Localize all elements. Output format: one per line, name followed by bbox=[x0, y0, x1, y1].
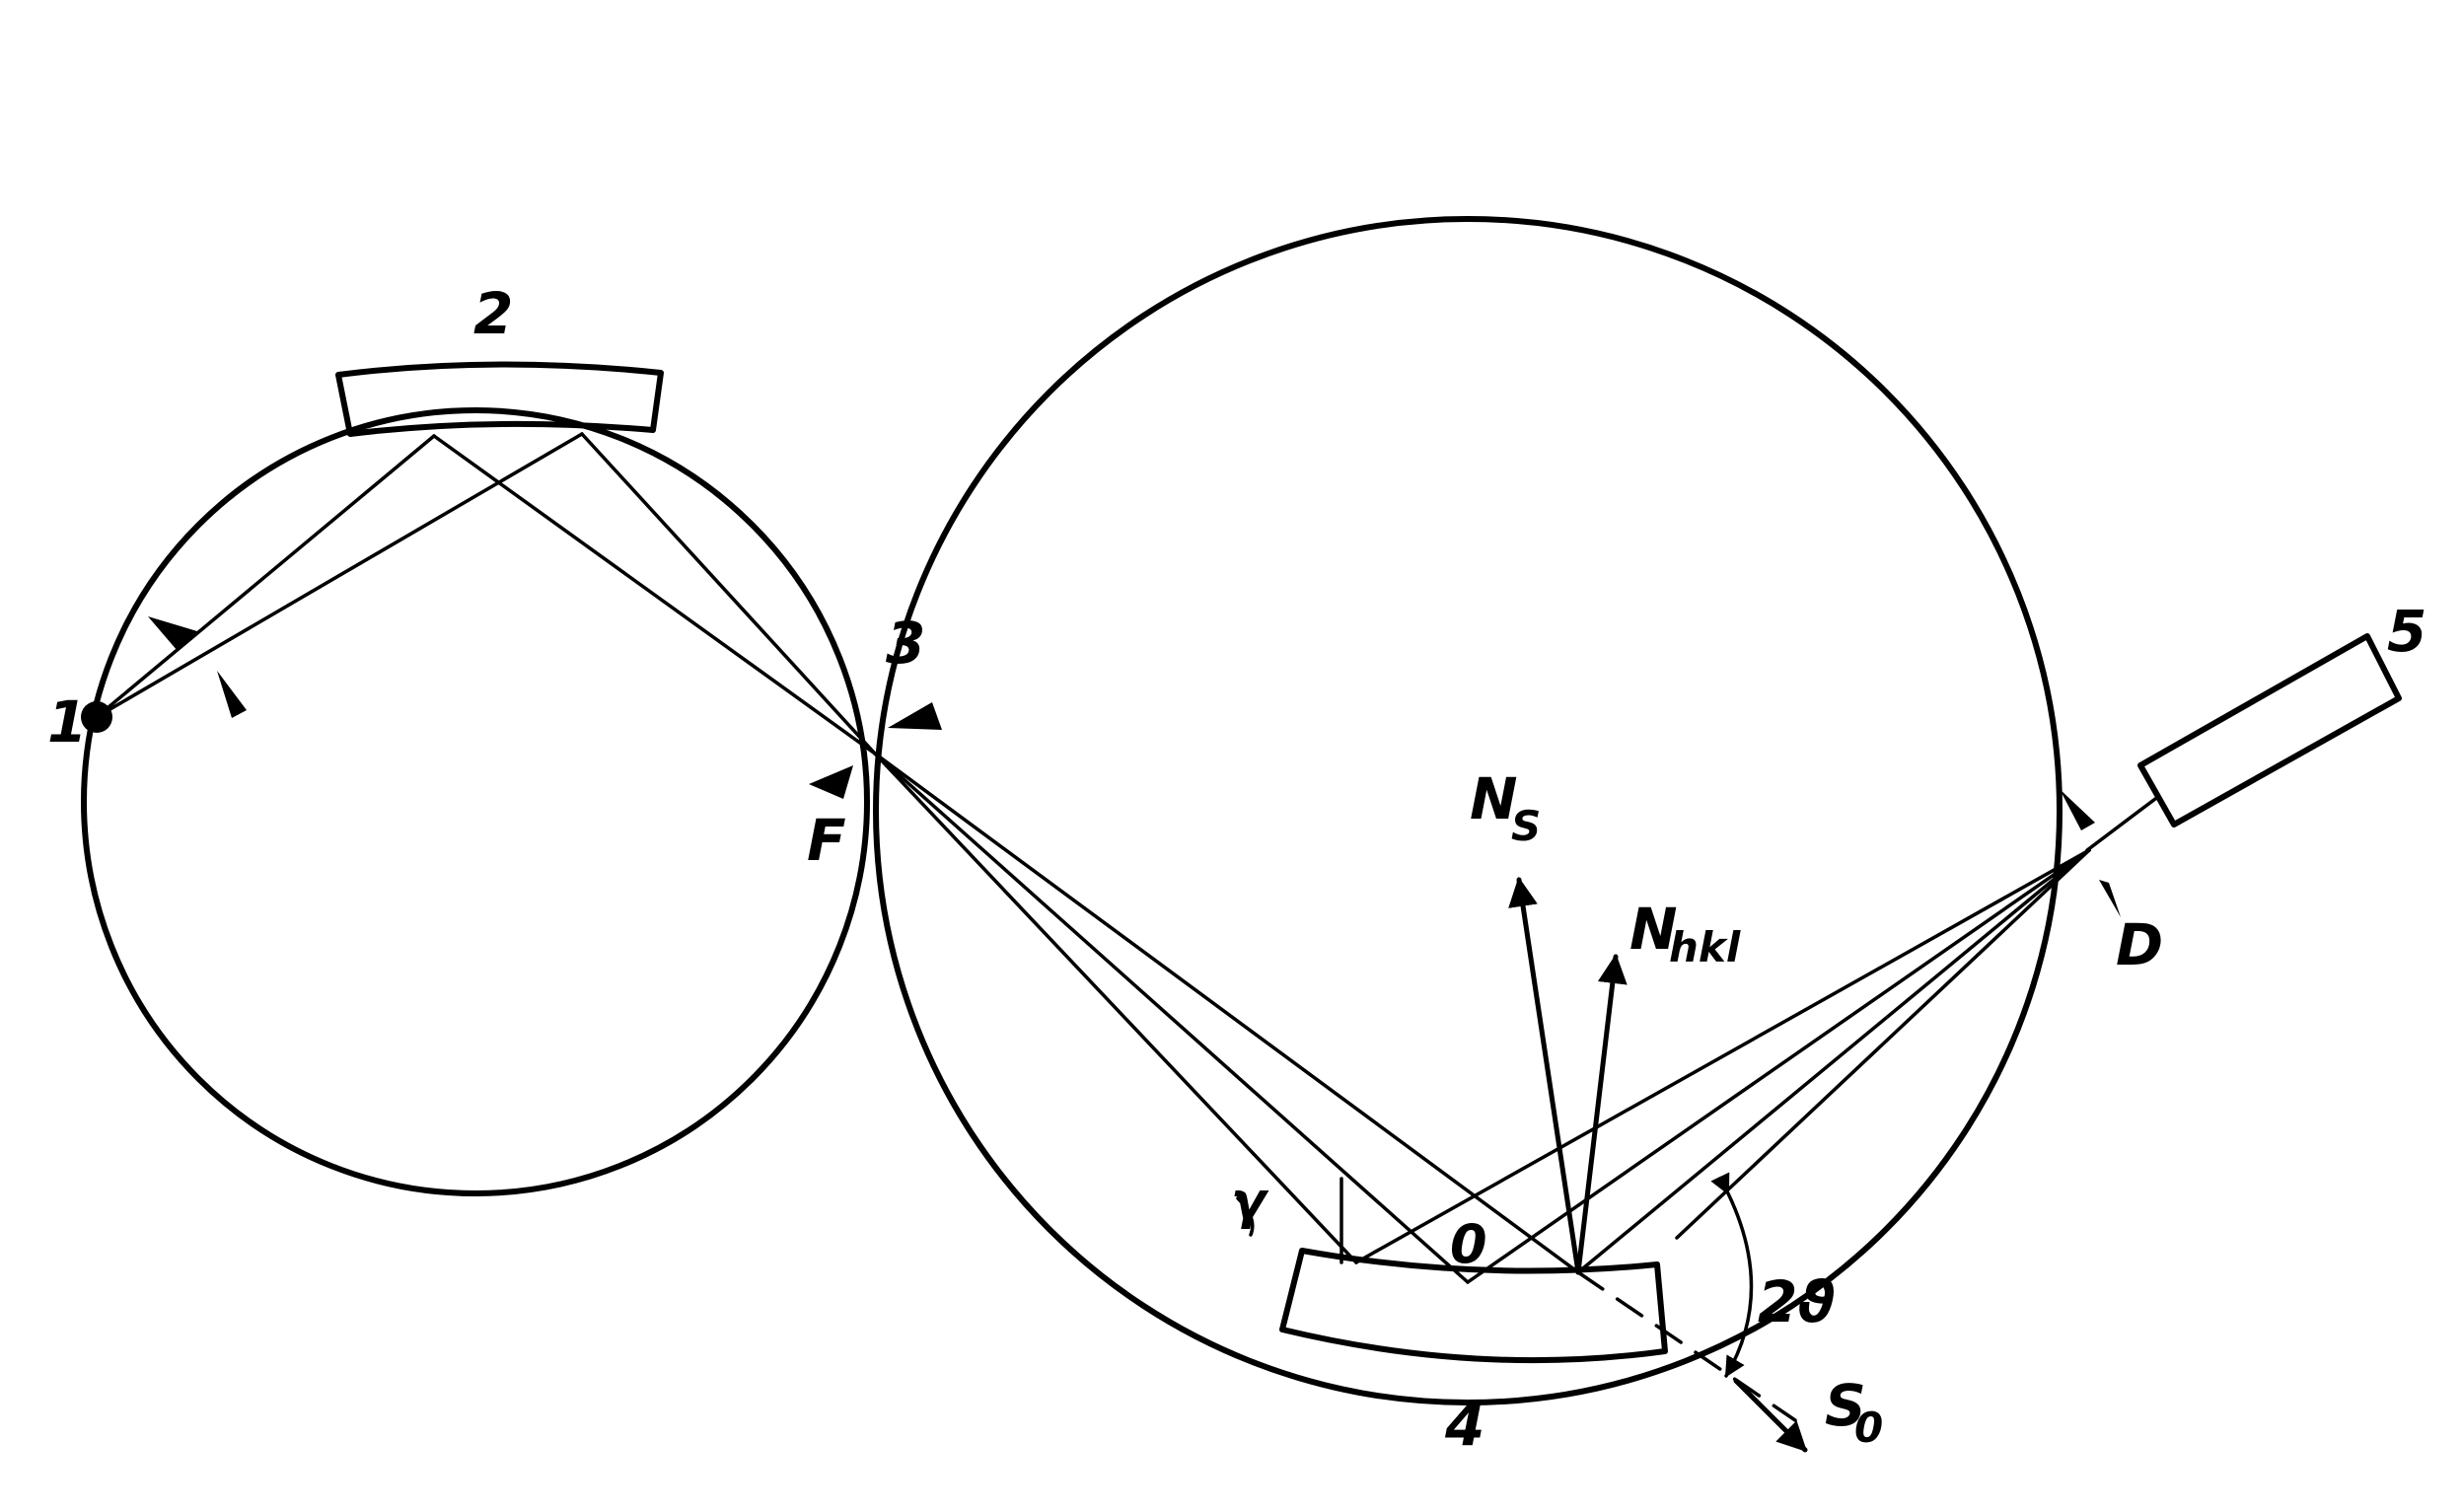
label-source: 1 bbox=[47, 688, 87, 756]
primary-beam-arrow bbox=[1733, 1378, 1808, 1453]
label-monochromator: 2 bbox=[473, 280, 513, 347]
focus-to-sample-rays bbox=[873, 752, 1580, 1284]
two-theta-arc bbox=[1710, 1172, 1754, 1378]
label-normal-hkl-subscript: hkl bbox=[1669, 923, 1741, 972]
hkl-normal-arrow bbox=[1575, 954, 1628, 1275]
source-to-monochromator-rays bbox=[95, 432, 584, 719]
label-sample-center: 0 bbox=[1450, 1213, 1487, 1275]
monochromator-to-focus-rays bbox=[432, 432, 877, 756]
label-sample: 4 bbox=[1444, 1392, 1484, 1459]
detector-box bbox=[2137, 633, 2402, 828]
label-primary-direction-subscript: 0 bbox=[1854, 1404, 1883, 1452]
sample-normal-arrow bbox=[1508, 877, 1581, 1275]
focus-slit-markers bbox=[809, 702, 942, 799]
sample-specimen bbox=[1279, 1248, 1668, 1364]
label-primary-direction: S bbox=[1825, 1372, 1866, 1439]
source-slit-markers bbox=[148, 616, 247, 718]
label-detector-slit: D bbox=[2116, 911, 2163, 978]
detector-window-line bbox=[2085, 797, 2157, 852]
monochromator-crystal bbox=[335, 361, 664, 437]
diffractometer-focusing-circle bbox=[873, 216, 2063, 1405]
gamma-arc bbox=[1236, 1196, 1255, 1237]
label-normal-sample-subscript: S bbox=[1511, 802, 1541, 850]
label-normal-hkl: N bbox=[1629, 896, 1678, 963]
primary-beam-extension bbox=[1576, 1270, 1797, 1422]
label-two-theta: 2ϑ bbox=[1758, 1268, 1836, 1335]
label-normal-sample: N bbox=[1470, 765, 1518, 832]
monochromator-focusing-circle bbox=[81, 407, 870, 1196]
label-focus-letter: F bbox=[807, 807, 846, 874]
label-gamma: γ bbox=[1231, 1172, 1269, 1231]
label-detector: 5 bbox=[2387, 598, 2426, 665]
detector-slit-markers bbox=[2060, 789, 2121, 917]
label-focus-number: 3 bbox=[886, 610, 925, 677]
